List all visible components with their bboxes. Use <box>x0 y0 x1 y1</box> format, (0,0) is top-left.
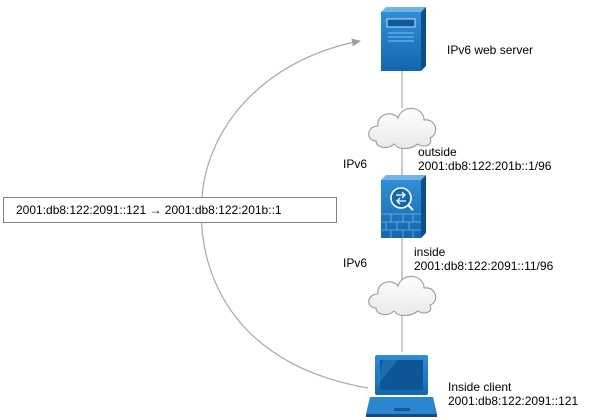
network-label-lower: IPv6 <box>343 256 368 270</box>
firewall-icon <box>381 175 426 238</box>
client-address-label: 2001:db8:122:2091::121 <box>448 394 579 408</box>
server-label: IPv6 web server <box>447 43 534 57</box>
cloud-icon <box>368 107 437 150</box>
inside-interface-label: inside <box>414 245 446 259</box>
laptop-icon <box>366 355 437 417</box>
translation-text: 2001:db8:122:2091::121 → 2001:db8:122:20… <box>16 203 282 217</box>
translation-box: 2001:db8:122:2091::121 → 2001:db8:122:20… <box>3 197 337 223</box>
outside-interface-label: outside <box>418 145 457 159</box>
cloud-icon <box>368 275 437 317</box>
client-label: Inside client <box>448 380 512 394</box>
translation-flow-arrow <box>200 38 369 389</box>
inside-address-label: 2001:db8:122:2091::11/96 <box>414 259 554 273</box>
outside-address-label: 2001:db8:122:201b::1/96 <box>418 159 552 173</box>
network-label-upper: IPv6 <box>343 157 368 171</box>
server-icon <box>381 7 426 71</box>
